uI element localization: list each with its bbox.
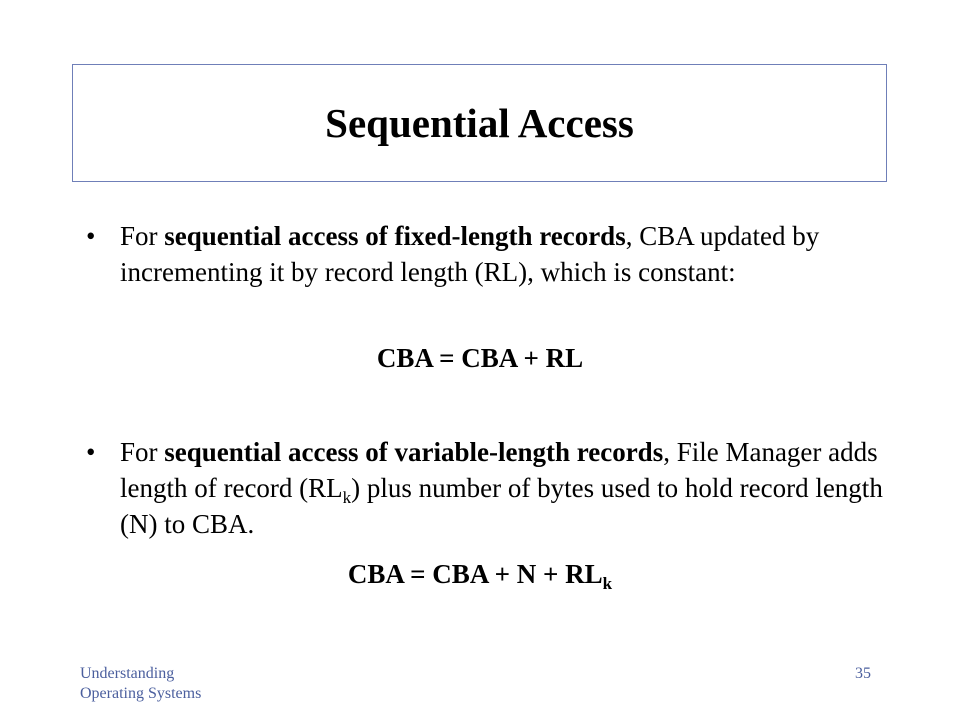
bullet-fixed-length: • For sequential access of fixed-length … bbox=[86, 218, 886, 290]
bullet-text-mid: , File Manager adds length of record (RL bbox=[120, 437, 878, 503]
subscript-k: k bbox=[602, 574, 613, 593]
bullet-text-post: ) plus number of bytes used to hold reco… bbox=[120, 473, 883, 539]
bullet-marker: • bbox=[86, 437, 96, 467]
bullet-text-bold: sequential access of variable-length rec… bbox=[164, 437, 664, 467]
bullet-text-post: , CBA updated by incrementing it by reco… bbox=[120, 221, 820, 287]
footer-line-1: Understanding bbox=[80, 665, 175, 682]
bullet-text-bold: sequential access of fixed-length record… bbox=[164, 221, 626, 251]
formula-variable-length: CBA = CBA + N + RLk bbox=[0, 556, 960, 592]
bullet-text-pre: For bbox=[120, 221, 165, 251]
slide-title: Sequential Access bbox=[325, 100, 634, 146]
page-number: 35 bbox=[855, 665, 871, 682]
footer-line-2: Operating Systems bbox=[80, 685, 202, 702]
bullet-marker: • bbox=[86, 221, 96, 251]
bullet-text: For sequential access of fixed-length re… bbox=[120, 218, 886, 290]
footer-course-title: Understanding Operating Systems bbox=[80, 664, 201, 704]
title-box: Sequential Access bbox=[72, 64, 887, 182]
bullet-variable-length: • For sequential access of variable-leng… bbox=[86, 434, 886, 542]
subscript-k: k bbox=[342, 488, 352, 507]
formula-main: CBA = CBA + N + RL bbox=[347, 559, 603, 589]
formula-fixed-length: CBA = CBA + RL bbox=[376, 343, 584, 373]
bullet-text-pre: For bbox=[120, 437, 165, 467]
bullet-text: For sequential access of variable-length… bbox=[120, 434, 886, 542]
